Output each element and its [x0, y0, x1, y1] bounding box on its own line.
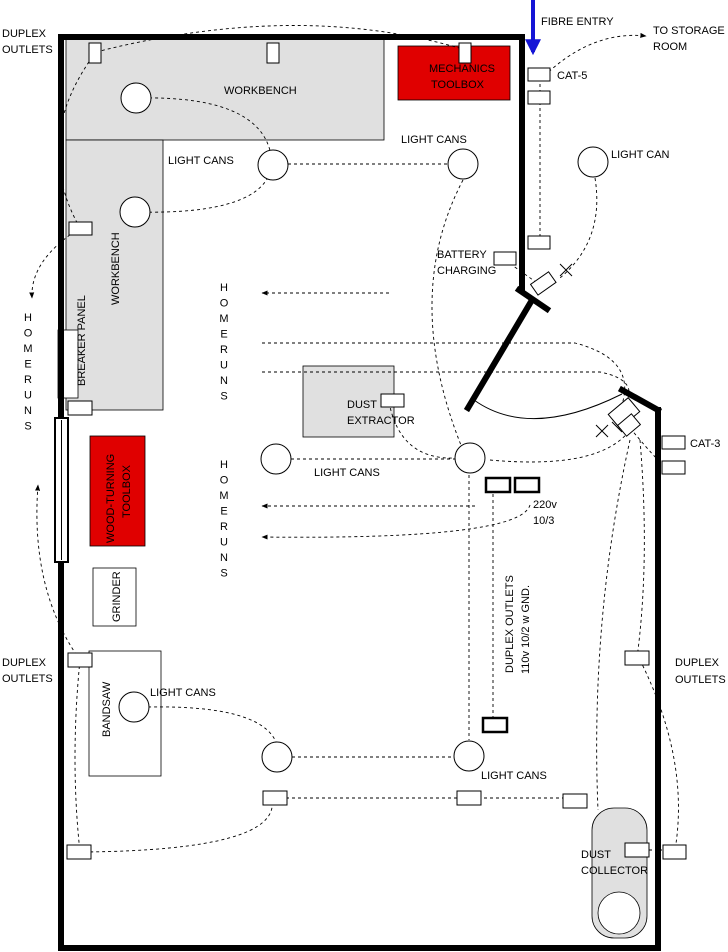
- dust-collector-label: DUST: [581, 849, 611, 861]
- dust-extractor-label: DUST: [347, 399, 377, 411]
- cat3-label: CAT-3: [690, 438, 720, 450]
- outlet-icon: [68, 221, 93, 236]
- to-storage-label: ROOM: [653, 41, 687, 53]
- outlet-icon: [262, 790, 288, 806]
- bandsaw-label: BANDSAW: [101, 681, 113, 737]
- cat5-label: CAT-5: [557, 70, 587, 82]
- wood-turning-toolbox-label: TOOLBOX: [121, 464, 133, 518]
- 220v-label: 220v: [533, 499, 557, 511]
- light-can-icon: [260, 443, 292, 475]
- side-door: [54, 417, 69, 563]
- cat3-jack-icon: [661, 435, 686, 450]
- dust-extractor: [302, 365, 395, 438]
- light-can-icon: [257, 149, 289, 181]
- light-cans-label: LIGHT CANS: [168, 155, 234, 167]
- outlet-icon: [662, 844, 687, 860]
- cable-ticks: [559, 263, 623, 438]
- light-cans-label: LIGHT CANS: [150, 687, 216, 699]
- workbench-label: WORKBENCH: [224, 85, 297, 97]
- workbench-left: [65, 139, 164, 411]
- mechanics-toolbox-label: MECHANICS: [429, 63, 495, 75]
- light-can-icon: [261, 741, 293, 773]
- 220v-label: 10/3: [533, 515, 554, 527]
- battery-charging-label: BATTERY: [437, 249, 487, 261]
- light-can-icon: [120, 82, 152, 114]
- duplex-outlets-label: DUPLEX: [2, 657, 47, 669]
- cat3-jack-icon: [661, 460, 686, 475]
- duplex-outlets-label: DUPLEX: [675, 657, 720, 669]
- light-cans-label: LIGHT CANS: [481, 770, 547, 782]
- to-storage-label: TO STORAGE: [653, 25, 725, 37]
- outlet-220v-icon: [513, 476, 541, 494]
- light-can-icon: [577, 146, 609, 178]
- light-can-icon: [454, 442, 486, 474]
- walls: [58, 34, 663, 951]
- outlets: [66, 42, 687, 860]
- workbench-top: [65, 36, 385, 141]
- grinder-label: GRINDER: [111, 571, 123, 622]
- light-cans: [118, 82, 609, 773]
- dust-extractor-outlet-icon: [380, 393, 405, 408]
- duplex-outlets-label: OUTLETS: [675, 674, 726, 686]
- grinder: [92, 567, 137, 627]
- wiring: [29, 25, 679, 853]
- light-can-icon: [119, 196, 151, 228]
- dust-collector-label: COLLECTOR: [581, 865, 648, 877]
- outlet-icon: [456, 790, 482, 806]
- outlet-icon: [88, 42, 102, 64]
- duplex-outlets-label: OUTLETS: [2, 673, 53, 685]
- wood-turning-toolbox-label: WOOD-TURNING: [105, 454, 117, 543]
- cat5-jack-icon: [527, 67, 551, 82]
- light-can-label: LIGHT CAN: [611, 149, 670, 161]
- breaker-panel-label: BREAKER PANEL: [76, 295, 88, 386]
- outlet-icon: [67, 652, 93, 668]
- outlet-icon: [66, 844, 92, 860]
- outlet-icon: [266, 42, 280, 64]
- dust-extractor-label: EXTRACTOR: [347, 415, 415, 427]
- workbench-label: WORKBENCH: [110, 232, 122, 305]
- mechanics-toolbox-label: TOOLBOX: [431, 79, 485, 91]
- outlet-icon: [624, 650, 650, 666]
- outlet-icon: [527, 235, 551, 250]
- outlet-220v-icon: [484, 476, 512, 494]
- light-can-icon: [447, 148, 479, 180]
- junction-boxes: [529, 271, 642, 437]
- outlet-icon: [458, 42, 472, 64]
- outlet-icon: [562, 793, 588, 809]
- outlet-icon: [624, 842, 650, 858]
- light-cans-label: LIGHT CANS: [314, 467, 380, 479]
- duplex-110v-label: 110v 10/2 w GND.: [520, 585, 532, 674]
- mechanics-toolbox: [397, 45, 511, 101]
- outlet-icon: [67, 400, 93, 416]
- duplex-outlets-label: OUTLETS: [2, 44, 53, 56]
- battery-charging-label: CHARGING: [437, 265, 496, 277]
- light-cans-label: LIGHT CANS: [401, 134, 467, 146]
- duplex-110v-label: DUPLEX OUTLETS: [504, 575, 516, 673]
- dust-collector: [591, 807, 648, 939]
- battery-charger-outlet-icon: [493, 251, 517, 266]
- light-can-icon: [453, 740, 485, 772]
- outlet-110v-icon: [481, 716, 509, 734]
- cat5-jack-icon: [527, 90, 551, 105]
- door-swing: [473, 393, 623, 420]
- fibre-entry-label: FIBRE ENTRY: [541, 16, 614, 28]
- wood-turning-toolbox: [89, 435, 146, 547]
- duplex-outlets-label: DUPLEX: [2, 28, 47, 40]
- light-can-icon: [118, 691, 150, 723]
